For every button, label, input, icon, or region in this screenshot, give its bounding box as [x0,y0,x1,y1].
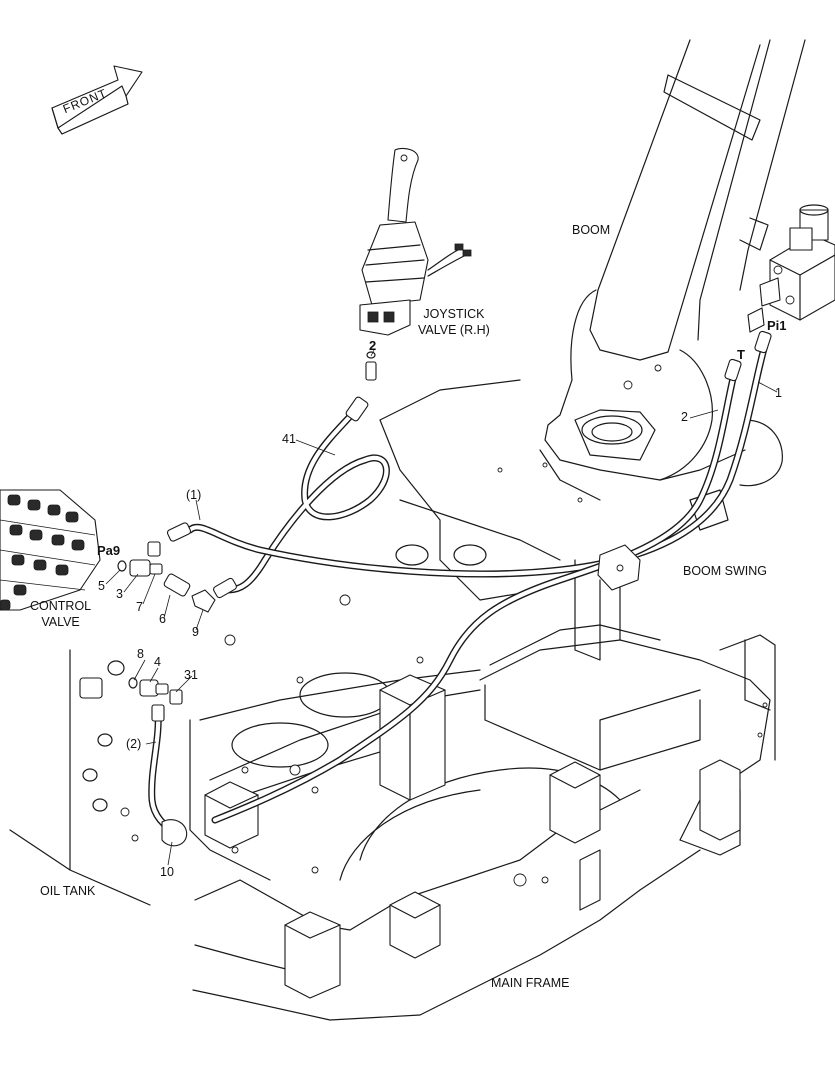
callout-2-paren: (2) [126,737,142,751]
frame-holes [224,462,768,887]
callout-9: 9 [192,625,199,639]
joystick-valve-label: JOYSTICK VALVE (R.H) [418,307,490,338]
boom-swing-label: BOOM SWING [683,564,768,578]
callout-31: 31 [184,668,198,682]
leader-lines [105,349,778,866]
boom-swing-bracket [597,544,641,591]
oil-tank-label: OIL TANK [40,884,96,898]
boom-valve-block [747,204,835,333]
main-frame-label: MAIN FRAME [491,976,570,990]
control-valve-label: CONTROL VALVE [30,599,91,630]
callout-1: 1 [775,386,782,400]
joystick-valve [359,147,472,381]
boom-structure [544,39,806,531]
hose-2-lower [148,708,184,839]
joystick-label-line1: JOYSTICK [423,307,485,321]
frame-posts [204,674,741,999]
callout-4: 4 [154,655,161,669]
callout-2: 2 [681,410,688,424]
front-arrow-icon [51,65,143,135]
callout-10: 10 [160,865,174,879]
callout-7: 7 [136,600,143,614]
control-valve [0,489,101,611]
pa9-port-label: Pa9 [97,543,121,558]
boom-label: BOOM [572,223,611,237]
callout-3: 3 [116,587,123,601]
joystick-port-label: 2 [369,338,377,353]
hose-2 [211,366,739,824]
callout-8: 8 [137,647,144,661]
pi1-port-label: Pi1 [767,318,787,333]
callout-5: 5 [98,579,105,593]
hose-41 [224,396,390,594]
control-valve-label-line2: VALVE [41,614,80,629]
callout-41: 41 [282,432,296,446]
control-valve-fittings [117,559,237,613]
callout-6: 6 [159,612,166,626]
hose-1 [186,341,769,578]
t-port-label: T [737,347,745,362]
oil-tank [9,649,151,906]
oil-tank-fittings [128,677,188,847]
boom-hose-fittings [724,330,772,382]
main-frame [189,379,776,1021]
joystick-label-line2: VALVE (R.H) [418,322,490,337]
callout-1-paren: (1) [186,488,202,502]
control-valve-label-line1: CONTROL [30,599,92,613]
hose-1-fitting [147,522,192,557]
